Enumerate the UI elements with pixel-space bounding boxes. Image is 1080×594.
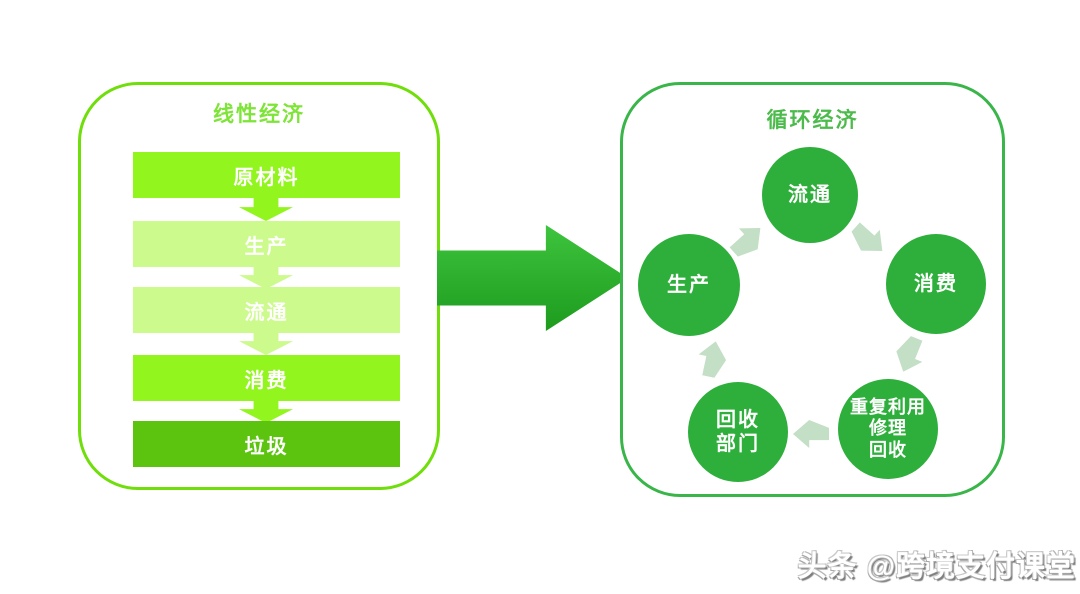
- stage-production-label: 生产: [244, 235, 289, 258]
- stage-garbage-label: 垃圾: [244, 435, 289, 458]
- node-reuse-repair-recycle: 重复利用 修理 回收: [838, 379, 938, 479]
- stage-garbage: 垃圾: [133, 421, 400, 467]
- node-circulation-label: 流通: [788, 184, 832, 206]
- node-consumption: 消费: [886, 234, 986, 334]
- node-reuse-line: 重复利用: [850, 397, 926, 418]
- node-production-label: 生产: [667, 274, 711, 296]
- stage-consumption-label: 消费: [244, 369, 289, 392]
- node-recycling-line: 回收: [716, 409, 760, 431]
- node-consumption-label: 消费: [914, 273, 958, 295]
- stage-circulation-label: 流通: [244, 301, 289, 324]
- transform-arrow-icon: [437, 225, 628, 331]
- circular-economy-title: 循环经济: [766, 109, 859, 132]
- node-department-line: 部门: [716, 433, 760, 455]
- stage-circulation: 流通: [133, 287, 400, 333]
- watermark: 头条 @跨境支付课堂: [797, 551, 1076, 583]
- linear-economy-title: 线性经济: [213, 103, 305, 126]
- node-repair-line: 修理: [869, 418, 907, 439]
- stage-raw-materials-label: 原材料: [233, 166, 300, 189]
- node-circulation: 流通: [762, 147, 858, 243]
- stage-raw-materials: 原材料: [133, 152, 400, 198]
- stage-production: 生产: [133, 221, 400, 267]
- node-production: 生产: [638, 234, 740, 336]
- stage-consumption: 消费: [133, 355, 400, 401]
- node-recycle-line: 回收: [869, 439, 907, 460]
- node-recycling-department: 回收 部门: [688, 382, 788, 482]
